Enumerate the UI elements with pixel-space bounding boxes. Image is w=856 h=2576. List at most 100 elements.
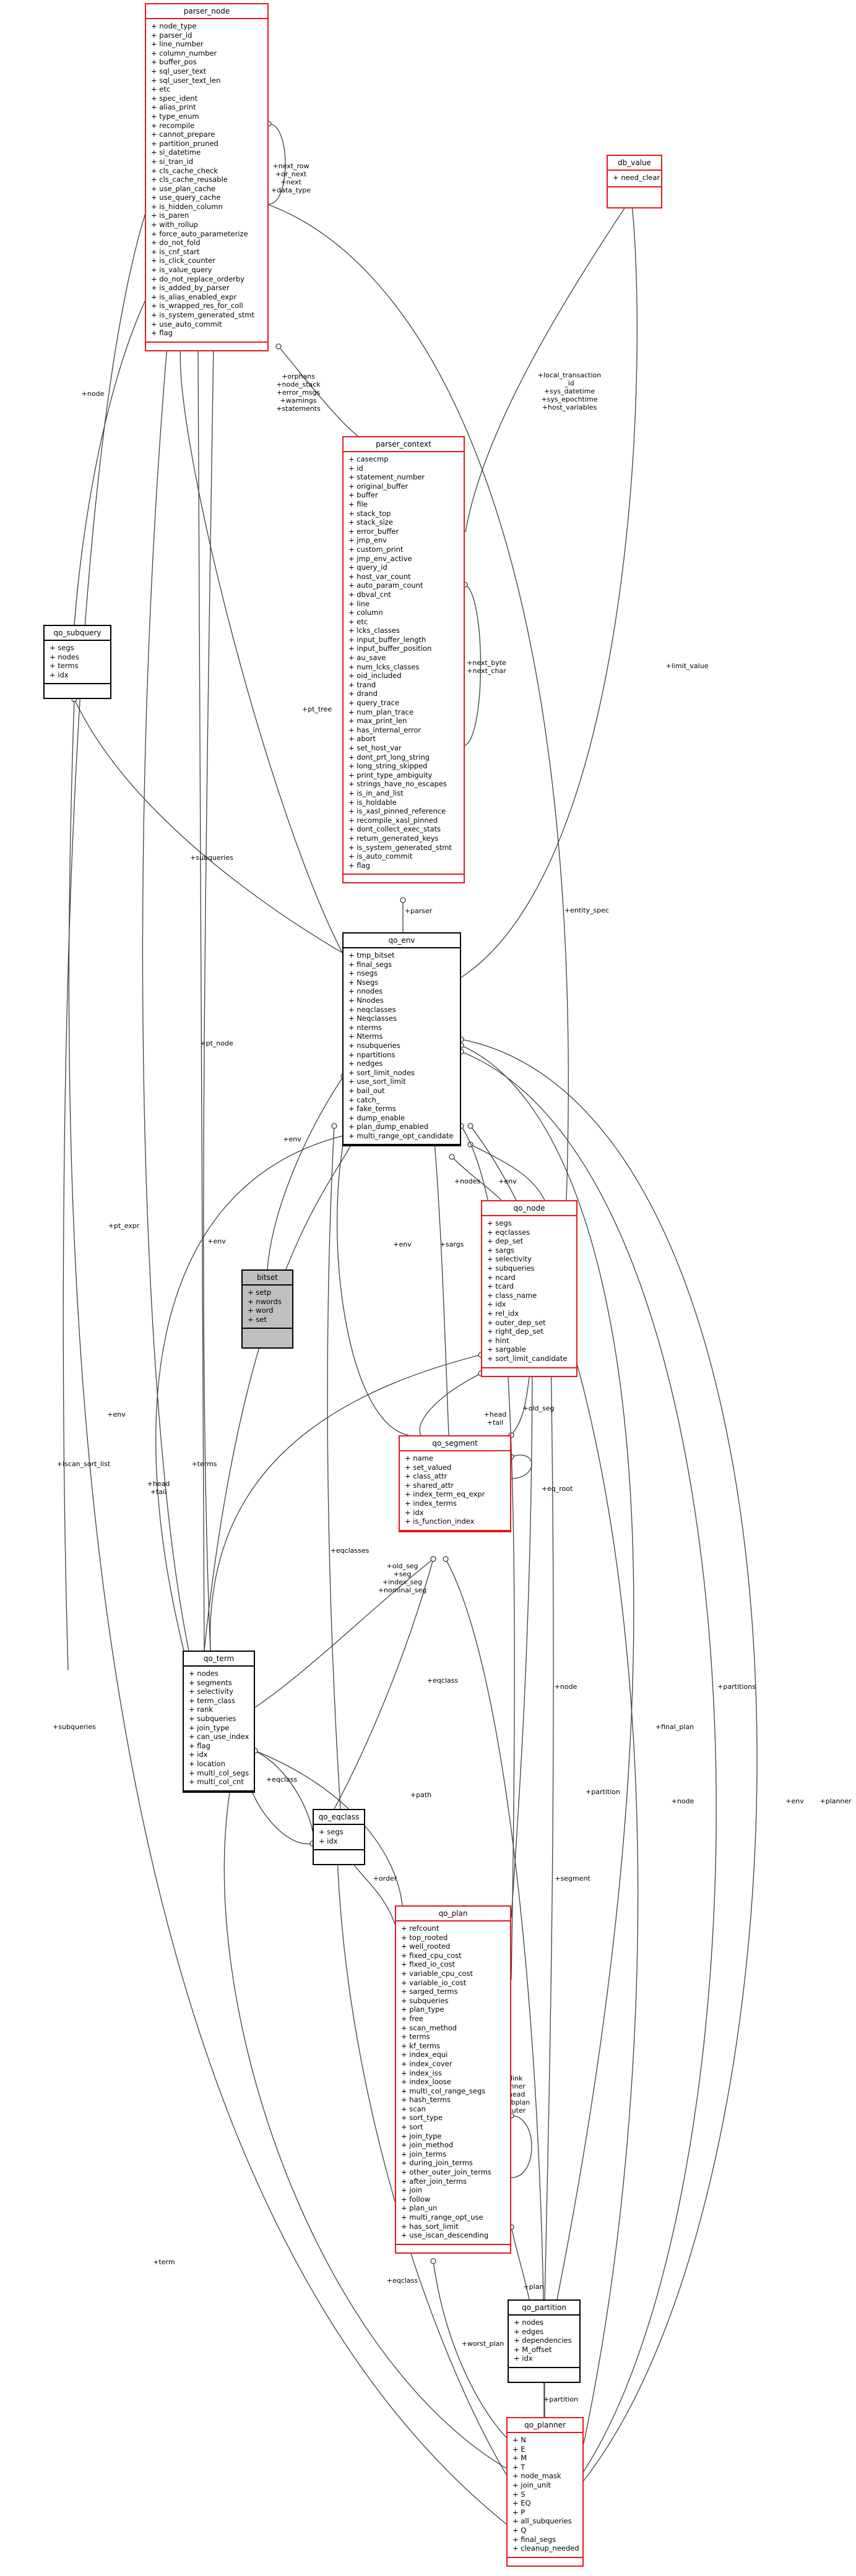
class-qo-node[interactable]: qo_node+ segs+ eqclasses+ dep_set+ sargs…: [481, 1200, 577, 1377]
attribute-item: + use_sort_limit: [348, 1077, 406, 1086]
attribute-item: + right_dep_set: [487, 1327, 544, 1336]
attribute-item: + final_segs: [348, 960, 392, 969]
attribute-item: + is_system_generated_stmt: [348, 843, 452, 852]
attribute-item: + segments: [189, 1678, 232, 1687]
attribute-item: + has_internal_error: [348, 725, 422, 734]
edge-label: +sargs: [439, 1240, 464, 1248]
attribute-item: + segs: [487, 1219, 512, 1227]
attribute-item: + index_term_eq_expr: [405, 1490, 485, 1499]
attribute-item: + cannot_prepare: [151, 130, 215, 139]
attribute-item: + scan_method: [401, 2023, 457, 2032]
attribute-item: + during_join_terms: [401, 2158, 473, 2168]
class-qo-plan[interactable]: qo_plan+ refcount+ top_rooted+ well_root…: [395, 1905, 511, 2254]
class-qo-term[interactable]: qo_term+ nodes+ segments+ selectivity+ t…: [183, 1651, 255, 1793]
attribute-list: + segs+ eqclasses+ dep_set+ sargs+ selec…: [482, 1216, 576, 1368]
class-qo-segment[interactable]: qo_segment+ name+ set_valued+ class_attr…: [399, 1435, 511, 1532]
attribute-item: + T: [512, 2462, 525, 2471]
attribute-item: + spec_ident: [151, 93, 198, 103]
attribute-item: + sarged_terms: [401, 1987, 458, 1996]
attribute-item: + selectivity: [189, 1687, 233, 1696]
attribute-item: + jmp_env: [348, 536, 387, 545]
edge-label: +eq_root: [541, 1485, 573, 1493]
attribute-item: + follow: [401, 2194, 431, 2204]
relationship-edge: [419, 1373, 482, 1436]
class-qo-planner[interactable]: qo_planner+ N+ E+ M+ T+ node_mask+ join_…: [506, 2417, 584, 2567]
attribute-item: + is_system_generated_stmt: [151, 311, 254, 319]
relationship-edge: [209, 1354, 482, 1651]
attribute-item: + sort_limit_candidate: [487, 1354, 568, 1363]
class-qo-eqclass[interactable]: qo_eqclass+ segs+ idx: [313, 1809, 365, 1866]
relationship-edge: [244, 1750, 313, 1845]
class-title: qo_term: [184, 1652, 254, 1667]
class-parser-node[interactable]: parser_node+ node_type+ parser_id+ line_…: [145, 3, 269, 351]
edge-label: +pt_tree: [301, 705, 332, 713]
class-qo-env[interactable]: qo_env+ tmp_bitset+ final_segs+ nsegs+ N…: [342, 932, 461, 1147]
attribute-item: + all_subqueries: [512, 2517, 572, 2526]
edge-label: +env: [107, 1410, 126, 1419]
attribute-item: + set_valued: [405, 1462, 452, 1472]
edge-label: +segment: [555, 1874, 590, 1883]
class-title: qo_node: [482, 1201, 576, 1216]
attribute-item: + can_use_index: [189, 1732, 249, 1741]
attribute-list: + segs+ idx: [314, 1825, 364, 1851]
attribute-list: + casecmp+ id+ statement_number+ origina…: [344, 452, 464, 875]
attribute-item: + well_rooted: [401, 1942, 451, 1951]
attribute-list: + setp+ nwords+ word+ set: [243, 1286, 292, 1329]
attribute-item: + drand: [348, 689, 378, 698]
method-section: [509, 2368, 579, 2382]
attribute-item: + force_auto_parameterize: [151, 229, 248, 238]
attribute-item: + auto_param_count: [348, 581, 423, 590]
attribute-item: + return_generated_keys: [348, 833, 439, 843]
attribute-item: + index_iss: [401, 2068, 442, 2077]
relationship-edge: [267, 1076, 344, 1270]
attribute-item: + tmp_bitset: [348, 951, 395, 960]
edge-label: +node: [554, 1683, 577, 1691]
attribute-item: + bail_out: [348, 1086, 385, 1095]
attribute-item: + index_terms: [405, 1498, 457, 1508]
attribute-item: + idx: [405, 1508, 424, 1517]
attribute-item: + do_not_replace_orderby: [151, 274, 244, 283]
method-section: [482, 1368, 576, 1376]
attribute-item: + buffer_pos: [151, 58, 197, 67]
attribute-item: + node_type: [151, 22, 197, 30]
edge-label: +subqueries: [53, 1723, 96, 1731]
edge-label: +entity_spec: [564, 906, 610, 914]
attribute-item: + print_type_ambiguity: [348, 770, 433, 779]
edge-label: +planner: [819, 1797, 852, 1805]
attribute-item: + catch_: [348, 1095, 380, 1104]
attribute-item: + index_loose: [401, 2077, 451, 2087]
attribute-item: + Neqclasses: [348, 1014, 397, 1023]
attribute-item: + class_attr: [405, 1472, 447, 1481]
attribute-item: + is_value_query: [151, 265, 212, 275]
attribute-item: + is_in_and_list: [348, 788, 404, 797]
attribute-item: + EQ: [512, 2499, 531, 2508]
attribute-item: + nodes: [514, 2318, 543, 2327]
attribute-item: + S: [512, 2489, 525, 2499]
attribute-item: + join_unit: [512, 2480, 551, 2489]
class-parser-context[interactable]: parser_context+ casecmp+ id+ statement_n…: [342, 436, 465, 884]
class-db-value[interactable]: db_value+ need_clear: [607, 155, 662, 208]
attribute-item: + Q: [512, 2525, 527, 2535]
attribute-item: + dump_enable: [348, 1113, 405, 1122]
attribute-item: + location: [189, 1759, 225, 1768]
attribute-item: + flag: [348, 861, 370, 870]
class-bitset[interactable]: bitset+ setp+ nwords+ word+ set: [241, 1269, 293, 1349]
attribute-item: + index_equi: [401, 2050, 448, 2059]
attribute-item: + M_offset: [514, 2345, 552, 2354]
method-section: [344, 875, 464, 882]
attribute-item: + Nnodes: [348, 995, 384, 1005]
edge-label: +parser: [404, 907, 433, 915]
relationship-edge: [433, 2260, 507, 2438]
attribute-item: + variable_io_cost: [401, 1978, 467, 1987]
attribute-item: + outer_dep_set: [487, 1318, 546, 1327]
edge-label: +env: [785, 1797, 804, 1805]
edge-label: +eqclass: [386, 2277, 418, 2285]
class-qo-subquery[interactable]: qo_subquery+ segs+ nodes+ terms+ idx: [43, 625, 111, 700]
class-title: bitset: [243, 1271, 292, 1286]
edge-label: +subqueries: [190, 854, 233, 862]
attribute-item: + is_wrapped_res_for_coll: [151, 301, 243, 311]
attribute-item: + multi_col_segs: [189, 1768, 249, 1777]
class-qo-partition[interactable]: qo_partition+ nodes+ edges+ dependencies…: [508, 2299, 581, 2383]
edge-label: +node: [671, 1797, 694, 1805]
attribute-item: + abort: [348, 734, 376, 744]
